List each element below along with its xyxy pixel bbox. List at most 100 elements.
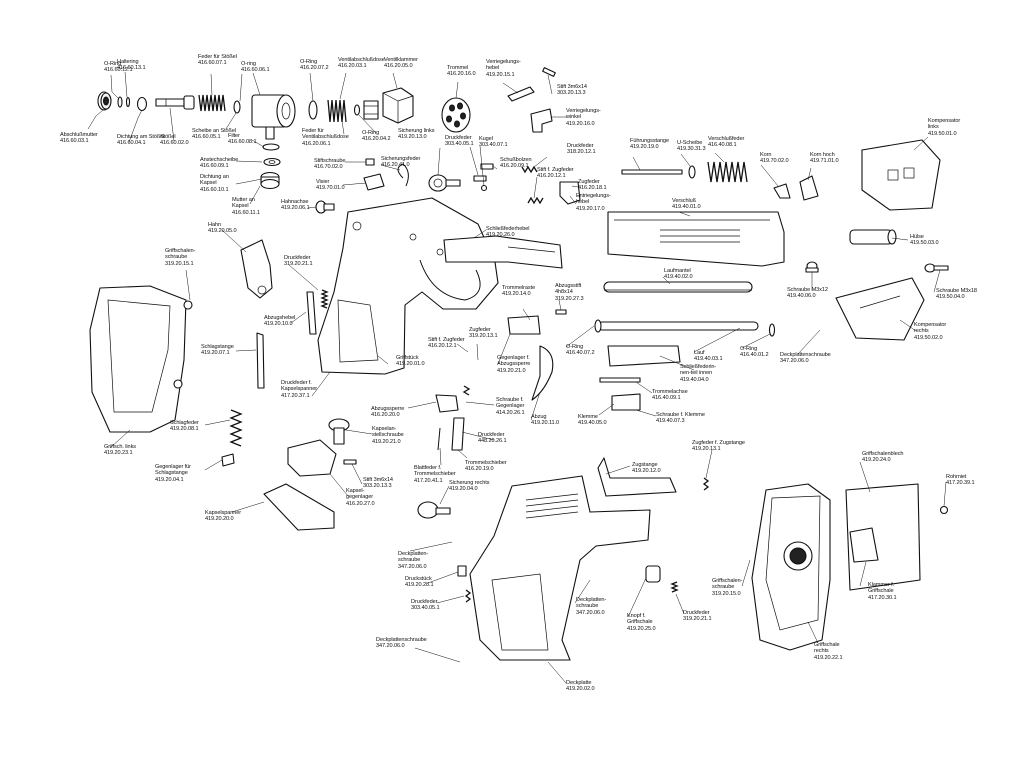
kompensator-links-part [861,139,941,211]
ventilabschluss-part [363,100,379,120]
stoessel-part [155,95,195,110]
zugstange-part [597,457,677,497]
mutter-kapsel-part [260,171,280,190]
verriegelungshebel-part [507,86,535,102]
druckfeder-kapselspanner-part [462,385,471,396]
stiftschraube-part [365,158,375,166]
anstechscheibe-part [263,157,281,167]
korn-hoch-part [799,175,819,201]
schlagstange-part [256,332,265,389]
abzugshebel-part [306,291,317,335]
trommelachse-part [599,377,641,383]
druckfeder-5-part [464,589,472,603]
haltering-part [125,96,131,108]
korn-part [773,183,791,199]
klammer-griffschale-part [849,527,879,563]
o-ring-4-part [353,104,361,116]
stift-3x14-2-part [343,459,357,465]
abschlussmutter-part [97,91,112,111]
griffschale-rechts-part [751,483,831,651]
griffschalenblech-part [845,483,921,591]
o-ring-6-part [768,323,776,337]
blattfeder-part [437,427,441,451]
leader-lines [87,71,947,684]
druckstueck-part [457,565,467,577]
huelse-part [849,229,897,245]
trommelraste-part [555,309,567,315]
schraube-m3x12-part [805,261,819,273]
gegenlager-schlagstange-part [221,453,235,467]
sicherung-rechts-part [417,501,451,519]
verschluss-part [607,211,785,267]
kugel-part [480,184,488,192]
deckplatte-part [469,475,651,661]
dichtung-stoessel-part [136,96,148,112]
druckfeder-6-part [670,581,679,593]
filter-part [262,143,280,151]
abzugssperre-part [435,394,459,413]
hahnachse-part [315,200,335,214]
schliessfederhebel-part [443,235,563,269]
schliessfeder-innen-part [607,345,681,367]
entriegelungshebel-part [559,181,581,205]
lauf-part [594,319,759,333]
rohrniet-part [939,505,949,515]
klemme-part [611,393,641,411]
scheibe-stoessel-part [233,100,241,114]
fuehrungsstange-part [621,169,683,175]
ventilgehaeuse-part [251,94,296,140]
feder-stoessel-part [198,94,226,112]
kompensator-rechts-part [835,277,925,341]
griffstueck-part [317,197,499,375]
